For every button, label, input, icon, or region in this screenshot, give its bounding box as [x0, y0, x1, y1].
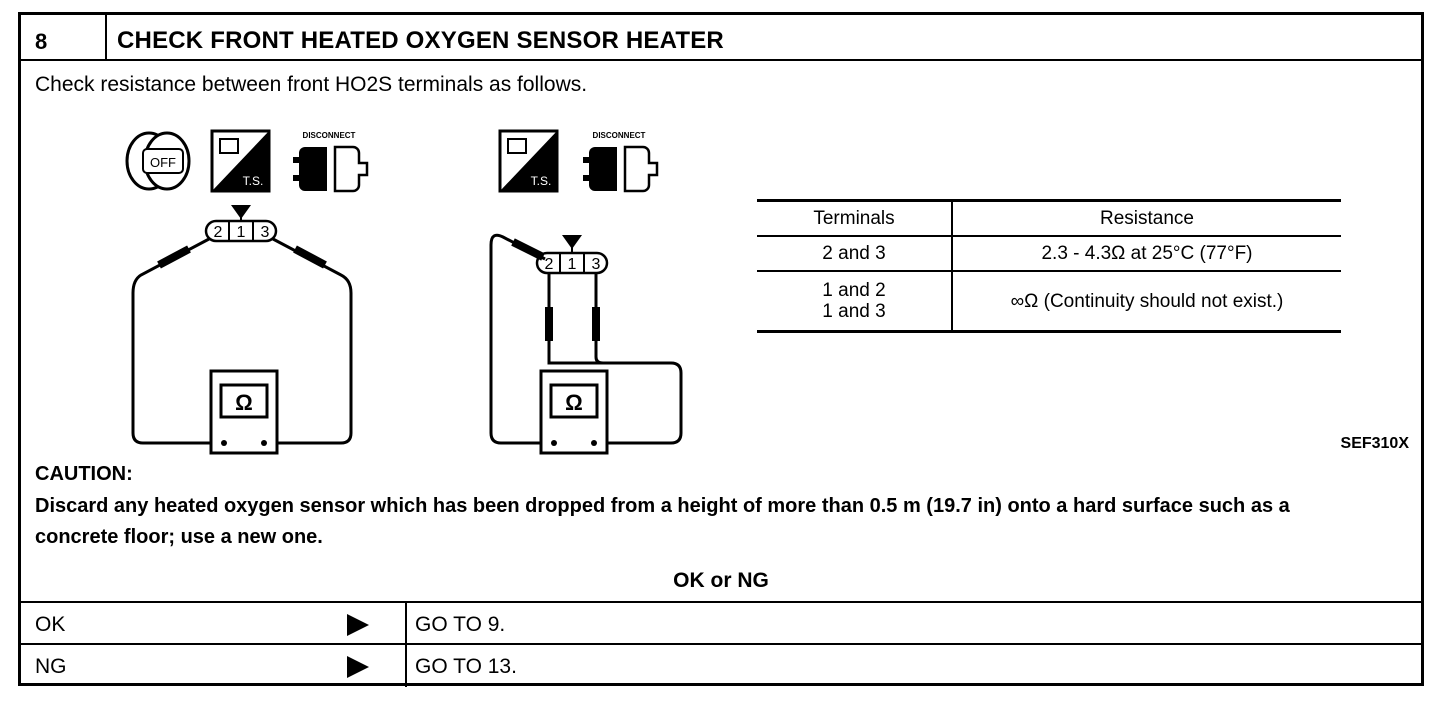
right-test-leads: [489, 233, 683, 445]
resistance-cell: ∞Ω (Continuity should not exist.): [1010, 290, 1284, 312]
arrow-right-icon: [347, 656, 369, 678]
right-connector: 2 1 3: [535, 235, 609, 275]
step-title: CHECK FRONT HEATED OXYGEN SENSOR HEATER: [117, 27, 724, 54]
figure-reference: SEF310X: [1340, 435, 1409, 452]
result-ok-action: GO TO 9.: [415, 613, 506, 636]
svg-text:1: 1: [237, 224, 246, 241]
svg-text:DISCONNECT: DISCONNECT: [303, 131, 356, 140]
table-row: 2 and 3 2.3 - 4.3Ω at 25°C (77°F): [757, 236, 1341, 271]
instruction-text: Check resistance between front HO2S term…: [35, 73, 588, 96]
terminals-cell: 2 and 3: [757, 236, 953, 271]
right-ohmmeter: Ω: [539, 369, 609, 455]
disconnect-icon: DISCONNECT: [293, 131, 369, 193]
arrow-right-icon: [347, 614, 369, 636]
left-test-leads: [131, 237, 353, 445]
result-ng-label: NG: [35, 655, 67, 678]
svg-text:T.S.: T.S.: [531, 174, 552, 188]
svg-text:2: 2: [214, 224, 223, 241]
left-ohmmeter: Ω: [209, 369, 279, 455]
header-rule: [21, 59, 1421, 61]
svg-text:3: 3: [261, 224, 270, 241]
caution-text: Discard any heated oxygen sensor which h…: [35, 495, 1290, 548]
svg-text:2: 2: [545, 256, 554, 273]
result-rule-top: [21, 601, 1421, 603]
svg-text:OFF: OFF: [150, 155, 176, 170]
resistance-cell: 2.3 - 4.3Ω at 25°C (77°F): [1041, 242, 1253, 264]
ts-icon-right: T.S.: [498, 129, 559, 193]
resistance-table: Terminals Resistance 2 and 3 2.3 - 4.3Ω …: [757, 199, 1341, 333]
step-number: 8: [35, 29, 48, 54]
terminals-line: 1 and 2: [822, 280, 886, 301]
svg-text:1: 1: [568, 256, 577, 273]
svg-text:T.S.: T.S.: [243, 174, 264, 188]
ts-icon: T.S.: [210, 129, 271, 193]
ignition-off-icon: OFF: [125, 131, 191, 191]
svg-text:Ω: Ω: [235, 390, 253, 415]
caution-heading: CAUTION:: [35, 463, 133, 485]
result-ok-label: OK: [35, 613, 66, 636]
result-heading: OK or NG: [673, 569, 769, 592]
result-ng-action: GO TO 13.: [415, 655, 517, 678]
left-connector: 2 1 3: [204, 205, 278, 243]
step-frame: 8 CHECK FRONT HEATED OXYGEN SENSOR HEATE…: [18, 12, 1424, 687]
svg-text:DISCONNECT: DISCONNECT: [593, 131, 646, 140]
disconnect-icon-right: DISCONNECT: [583, 131, 659, 193]
terminals-line: 1 and 3: [822, 301, 886, 322]
header-divider: [105, 15, 107, 61]
table-row: 1 and 2 1 and 3 ∞Ω (Continuity should no…: [757, 271, 1341, 332]
result-rule-mid: [21, 643, 1421, 645]
table-header-resistance: Resistance: [1100, 207, 1194, 229]
table-header-terminals: Terminals: [757, 200, 953, 236]
wiring-diagram: OFF T.S. DISCONNECT 2 1 3: [125, 129, 683, 455]
svg-text:3: 3: [592, 256, 601, 273]
svg-text:Ω: Ω: [565, 390, 583, 415]
terminals-cell: 1 and 2 1 and 3: [757, 271, 953, 332]
